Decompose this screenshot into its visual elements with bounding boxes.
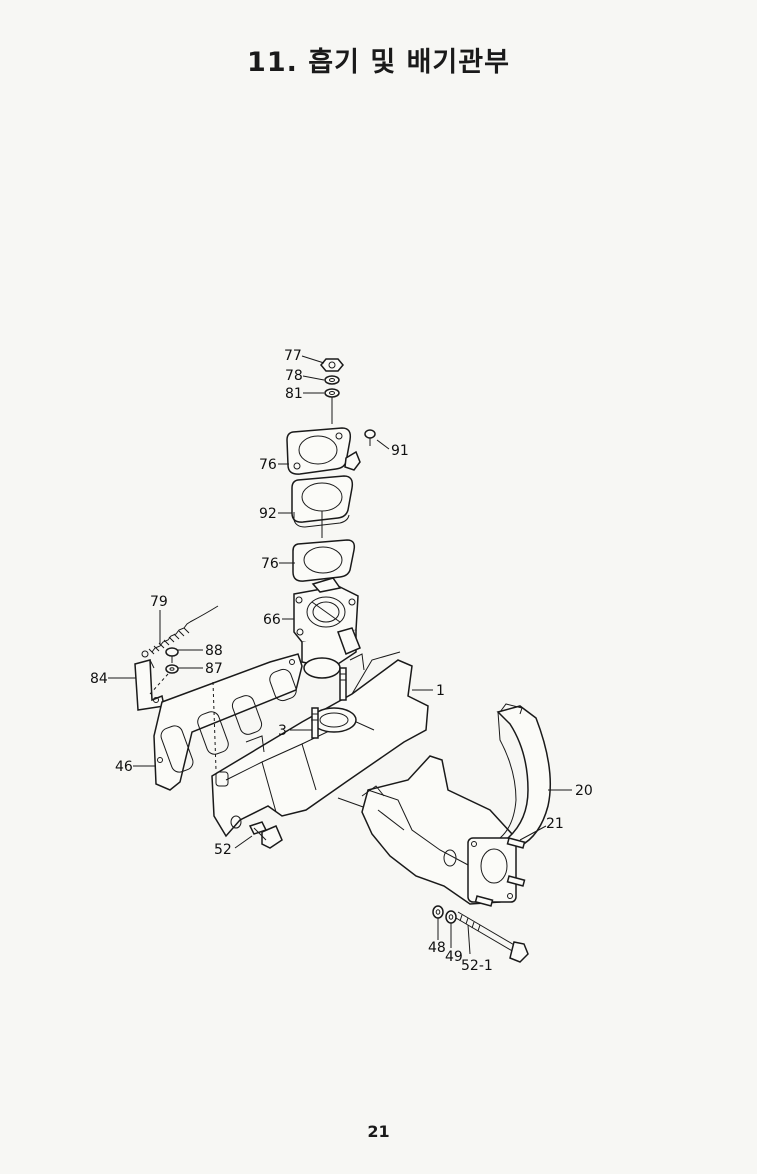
leader-lines	[108, 355, 572, 955]
part-1-intake-manifold	[211, 651, 429, 838]
label-81: 81	[285, 386, 303, 402]
part-91-screw	[364, 429, 376, 446]
label-3: 3	[278, 723, 287, 739]
part-81-washer	[324, 388, 340, 398]
label-52-1: 52-1	[461, 958, 493, 974]
part-84-bracket	[134, 659, 165, 711]
part-20-heat-shield	[496, 703, 552, 847]
clip-bracket	[344, 450, 361, 471]
label-21: 21	[546, 816, 564, 832]
part-48-washer	[432, 905, 444, 919]
part-3-studs	[311, 667, 347, 739]
label-84: 84	[90, 671, 108, 687]
part-52-1-long-bolt	[455, 911, 529, 963]
label-76-lower: 76	[261, 556, 279, 572]
part-92-insulator	[291, 475, 354, 528]
part-87-washer	[165, 664, 179, 674]
part-76-gasket-lower	[292, 539, 356, 582]
part-exhaust-manifold	[361, 755, 517, 905]
label-49: 49	[445, 949, 463, 965]
part-76-gasket-upper	[286, 427, 352, 475]
part-77-nut	[320, 358, 344, 372]
label-76-upper: 76	[259, 457, 277, 473]
page-title: 11. 흡기 및 배기관부	[247, 47, 510, 78]
label-66: 66	[263, 612, 281, 628]
part-49-washer	[445, 910, 457, 924]
page-number: 21	[367, 1122, 390, 1141]
part-66-throttle-body	[293, 577, 361, 669]
label-78: 78	[285, 368, 303, 384]
label-91: 91	[391, 443, 409, 459]
label-1: 1	[436, 683, 445, 699]
label-79: 79	[150, 594, 168, 610]
label-92: 92	[259, 506, 277, 522]
label-20: 20	[575, 783, 593, 799]
label-87: 87	[205, 661, 223, 677]
part-46-manifold-gasket	[153, 653, 303, 791]
part-78-lock-washer	[324, 375, 340, 385]
label-48: 48	[428, 940, 446, 956]
label-77: 77	[284, 348, 302, 364]
part-52-bolt	[248, 821, 283, 849]
label-46: 46	[115, 759, 133, 775]
label-52: 52	[214, 842, 232, 858]
part-79-return-spring	[141, 605, 219, 658]
label-88: 88	[205, 643, 223, 659]
part-88-bolt	[165, 647, 179, 663]
part-21-studs	[474, 837, 526, 907]
